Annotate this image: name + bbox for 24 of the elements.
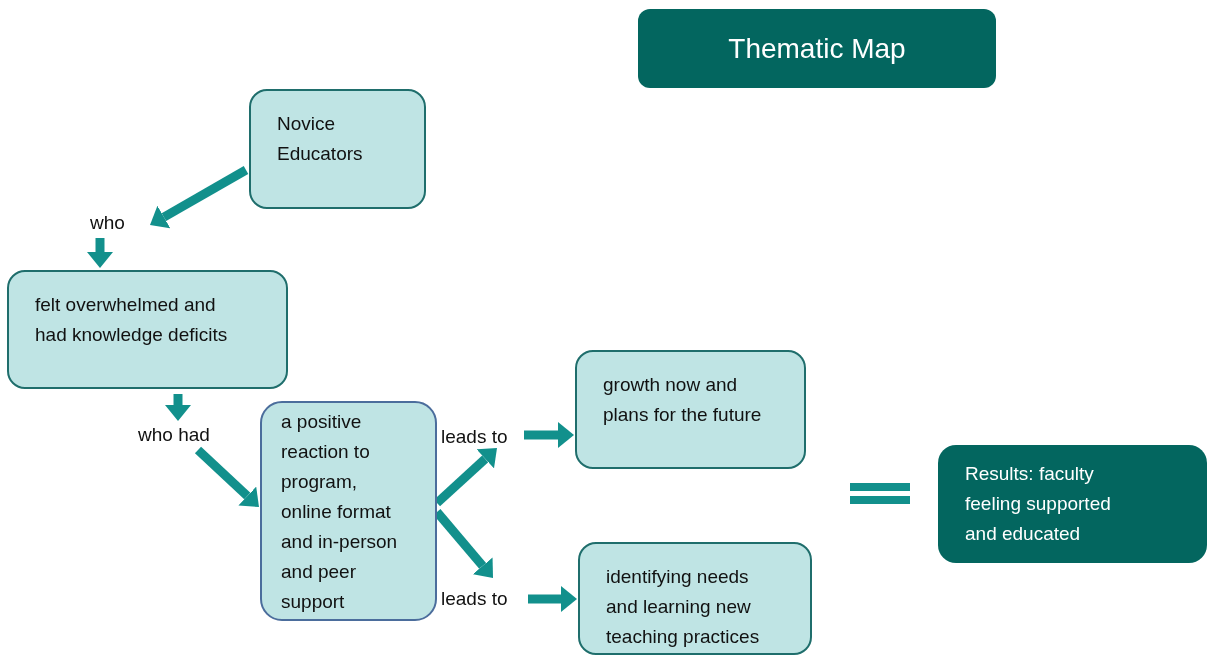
box-text: Results: faculty feeling supported and educated (965, 462, 1112, 546)
connector-label: leads to (441, 425, 509, 449)
title-text: Thematic Map (728, 31, 906, 66)
box-text: felt overwhelmed and had knowledge deficits (35, 293, 229, 347)
box-text: growth now and plans for the future (603, 373, 763, 427)
title-box (638, 9, 996, 88)
block-arrow (528, 586, 577, 612)
block-arrow (87, 238, 113, 268)
rounded-box (7, 270, 288, 389)
block-arrow (524, 422, 574, 448)
rounded-box (249, 89, 426, 209)
connector-label: who (90, 211, 126, 235)
box-text: identifying needs and learning new teaching practices (606, 565, 761, 649)
box-text: Novice Educators (277, 112, 364, 166)
rounded-box (578, 542, 812, 655)
connector-label: who had (138, 423, 211, 447)
rounded-box (260, 401, 437, 621)
connector-label: leads to (441, 587, 509, 611)
result-box (938, 445, 1207, 563)
block-arrow (165, 394, 191, 421)
rounded-box (575, 350, 806, 469)
box-text: a positive reaction to program, online format and in-person and peer support (281, 410, 399, 614)
block-arrow (194, 446, 259, 507)
block-arrow (150, 166, 249, 229)
